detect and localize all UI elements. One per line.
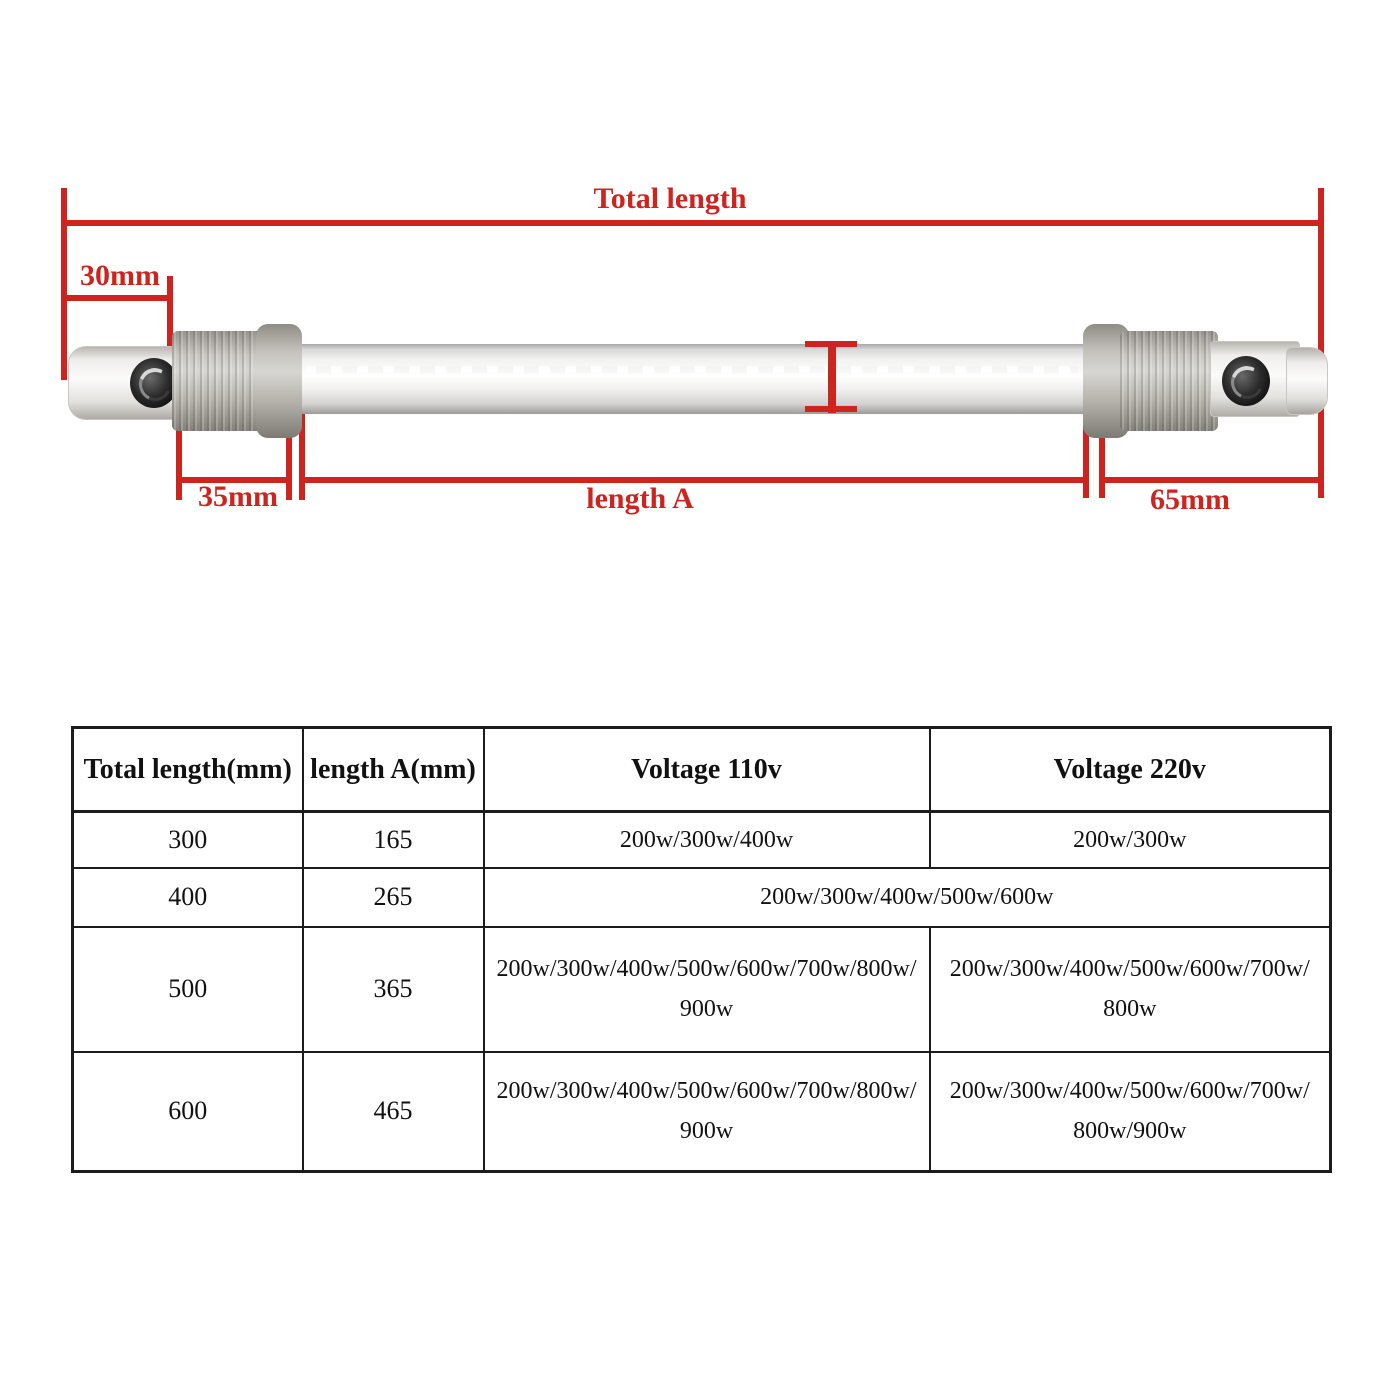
- dim-65mm-line: [1099, 477, 1324, 483]
- spec-table-header-row: Total length(mm) length A(mm) Voltage 11…: [71, 726, 1332, 813]
- dim-30mm-line: [63, 295, 171, 301]
- header-voltage-220v: Voltage 220v: [928, 726, 1332, 813]
- dim-35mm-label: 35mm: [198, 480, 278, 513]
- glass-tube-highlight: [305, 366, 1080, 373]
- cell-length-a: 265: [301, 866, 485, 928]
- cell-watts-110v: 200w/​300w/​400w/​500w/​600w/​700w/​800w…: [482, 1050, 931, 1173]
- cell-watts-both-voltages: 200w/​300w/​400w/​500w/​600w: [482, 866, 1332, 928]
- cell-total-length: 600: [71, 1050, 304, 1173]
- right-spring-contact: [1222, 356, 1270, 406]
- cell-total-length: 400: [71, 866, 304, 928]
- cell-watts-220v: 200w/​300w: [928, 810, 1332, 869]
- right-end-tip: [1286, 347, 1328, 415]
- total-length-dimension-line: [63, 220, 1322, 226]
- cell-watts-110v: 200w/​300w/​400w: [482, 810, 931, 869]
- table-row: 300 165 200w/​300w/​400w 200w/​300w: [71, 810, 1332, 869]
- cell-watts-220v: 200w/​300w/​400w/​500w/​600w/​700w/​800w: [928, 925, 1332, 1053]
- header-total-length: Total length(mm): [71, 726, 304, 813]
- tube-diameter-marker-bar: [828, 343, 836, 413]
- dim-65mm-left-tick: [1099, 424, 1105, 498]
- dim-35mm-left-tick: [176, 428, 182, 500]
- cell-length-a: 465: [301, 1050, 485, 1173]
- length-a-left-tick: [299, 408, 305, 500]
- left-spring-contact: [130, 358, 178, 408]
- right-spring-coil: [1226, 361, 1268, 404]
- dim-35mm-right-tick: [286, 430, 292, 500]
- cell-watts-220v: 200w/​300w/​400w/​500w/​600w/​700w/​800w…: [928, 1050, 1332, 1173]
- cell-total-length: 300: [71, 810, 304, 869]
- cell-total-length: 500: [71, 925, 304, 1053]
- left-cap-flange: [256, 324, 302, 438]
- right-ceramic-cap: [1120, 331, 1218, 431]
- header-length-a: length A(mm): [301, 726, 485, 813]
- dim-65mm-label: 65mm: [1150, 483, 1230, 516]
- table-row: 400 265 200w/​300w/​400w/​500w/​600w: [71, 866, 1332, 928]
- total-length-label: Total length: [593, 182, 747, 215]
- left-spring-coil: [134, 363, 176, 406]
- total-length-left-extension-line: [61, 188, 67, 380]
- total-length-right-extension-line: [1318, 188, 1324, 498]
- tube-diameter-marker-bottom-cap: [805, 406, 857, 412]
- cell-length-a: 365: [301, 925, 485, 1053]
- left-cap-ribs: [172, 331, 270, 431]
- right-cap-ribs: [1120, 331, 1218, 431]
- length-a-dimension-line: [299, 477, 1088, 483]
- table-row: 500 365 200w/​300w/​400w/​500w/​600w/​70…: [71, 925, 1332, 1053]
- spec-table: Total length(mm) length A(mm) Voltage 11…: [71, 726, 1332, 1173]
- table-row: 600 465 200w/​300w/​400w/​500w/​600w/​70…: [71, 1050, 1332, 1173]
- header-voltage-110v: Voltage 110v: [482, 726, 931, 813]
- left-ceramic-cap: [172, 331, 270, 431]
- cell-watts-110v: 200w/​300w/​400w/​500w/​600w/​700w/​800w…: [482, 925, 931, 1053]
- tube-diameter-marker-top-cap: [805, 341, 857, 347]
- dim-30mm-label: 30mm: [80, 259, 160, 292]
- dim-35mm-line: [176, 477, 290, 483]
- dim-30mm-tick: [167, 276, 173, 348]
- cell-length-a: 165: [301, 810, 485, 869]
- length-a-right-tick: [1083, 410, 1089, 498]
- glass-tube-body: [295, 344, 1093, 414]
- length-a-label: length A: [586, 482, 694, 515]
